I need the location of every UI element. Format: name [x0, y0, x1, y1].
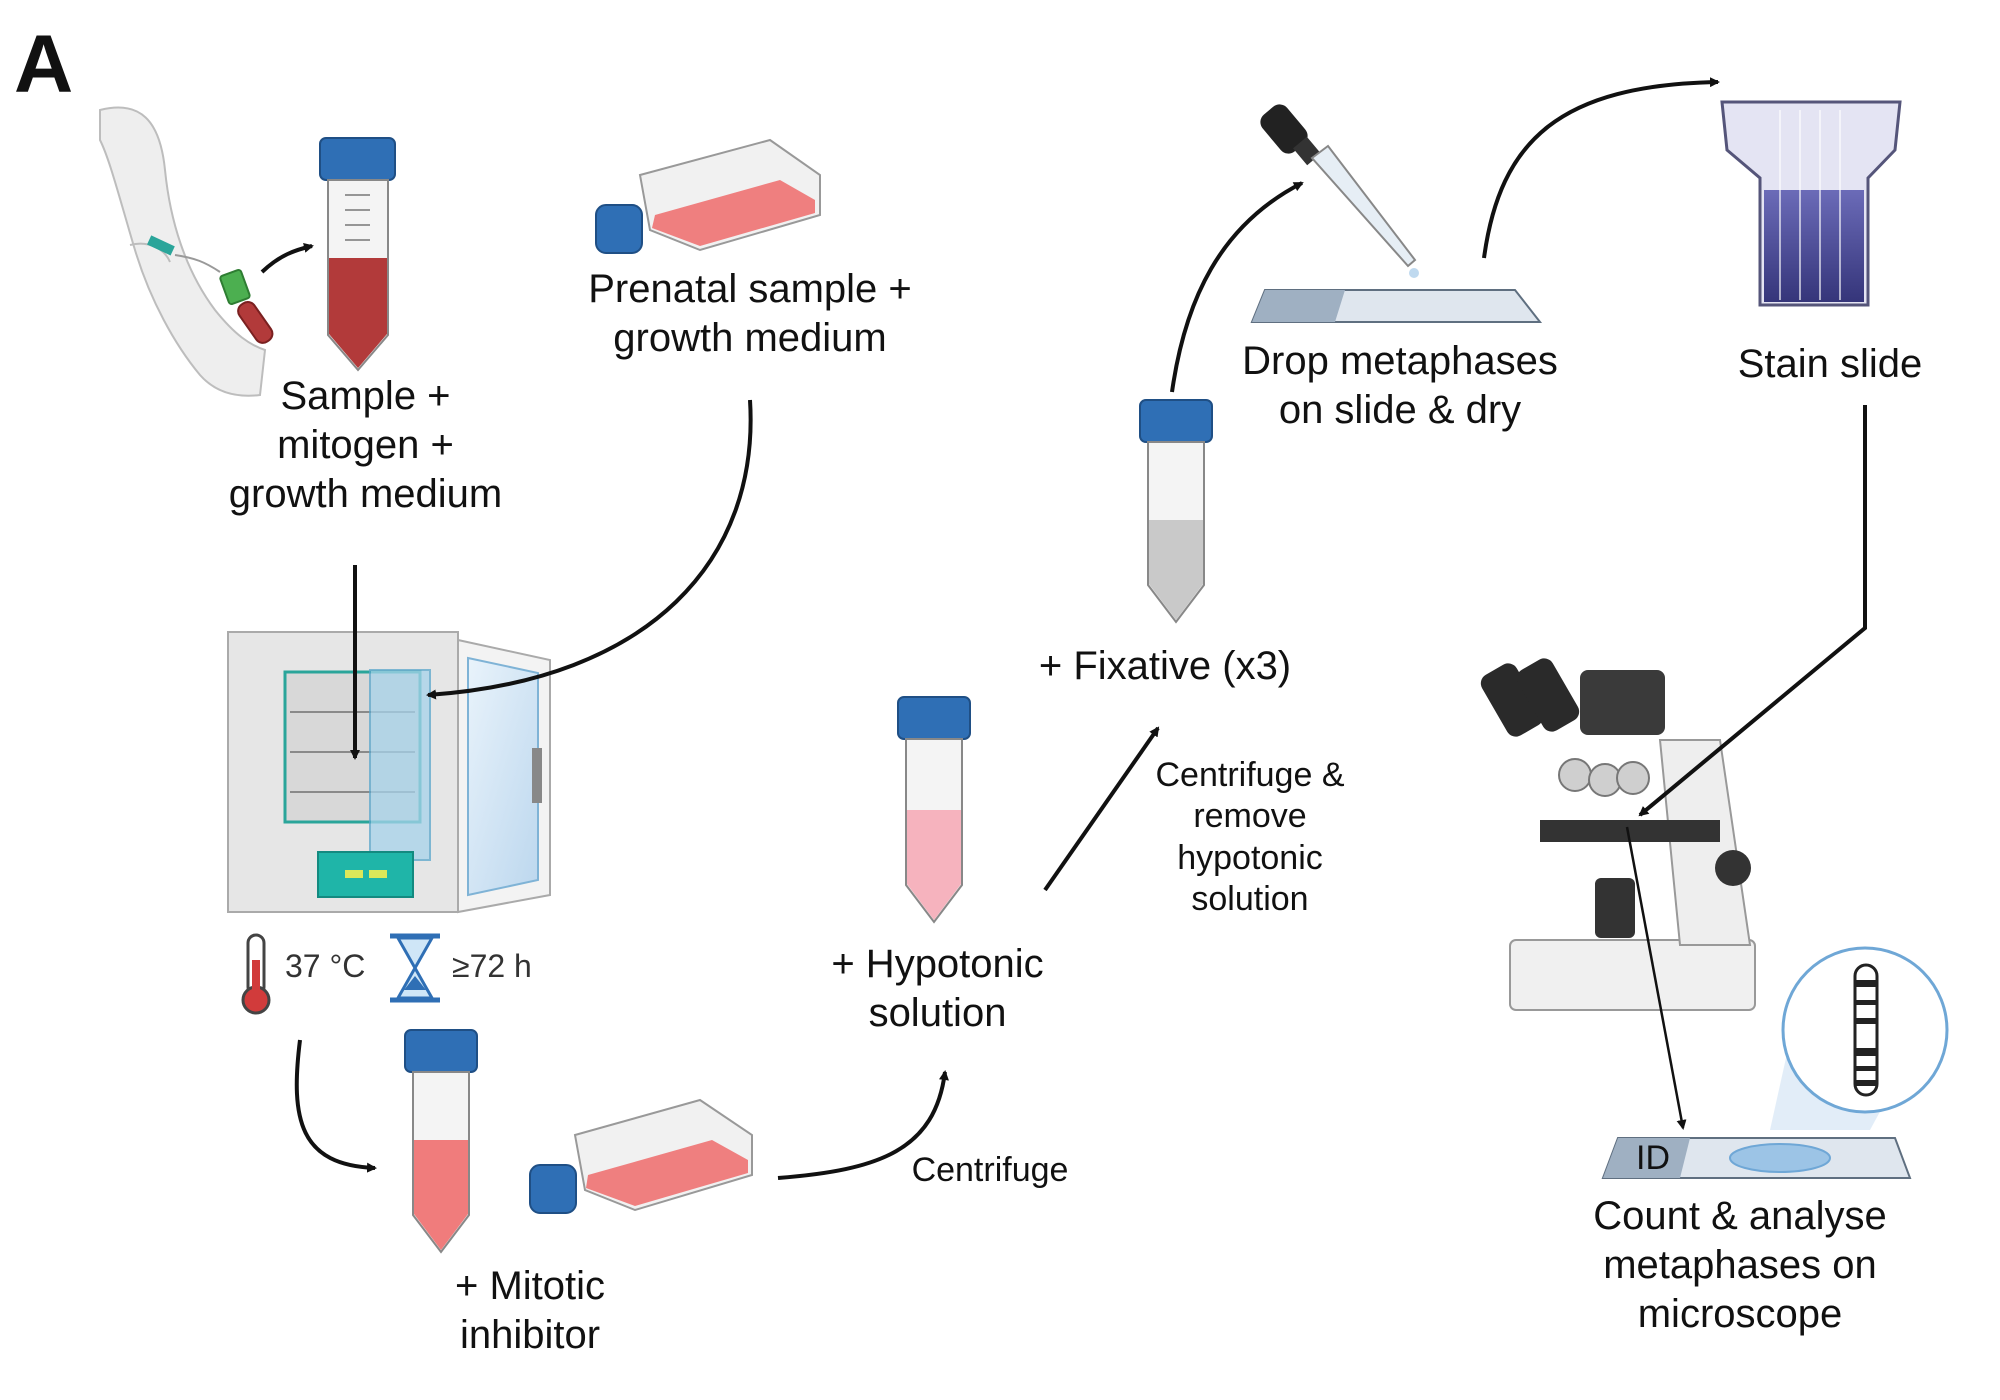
arrow-microscope-to-slide	[1625, 826, 1687, 1130]
label-prenatal-sample: Prenatal sample + growth medium	[588, 267, 912, 360]
test-tube-icon	[1139, 399, 1213, 624]
microscope-slide-icon	[1601, 1137, 1912, 1179]
label-hypotonic-solution: + Hypotonic solution	[831, 942, 1044, 1035]
blood-tube-icon	[319, 137, 396, 372]
microscope-icon	[1480, 658, 1756, 1011]
thermometer-icon	[241, 933, 271, 1015]
slide-id-label: ID	[1636, 1139, 1670, 1177]
microscope-slide-icon	[1250, 289, 1543, 323]
arrow-stain-to-microscope	[1638, 405, 1867, 817]
arrow-arm-to-tube	[260, 242, 314, 274]
chromosome-icon	[1770, 946, 1949, 1130]
label-mitotic-inhibitor: + Mitotic inhibitor	[454, 1264, 606, 1357]
label-centrifuge: Centrifuge	[911, 1151, 1069, 1189]
test-tube-icon	[404, 1029, 478, 1254]
culture-flask-icon	[595, 138, 821, 254]
arrow-incubator-to-tube	[294, 1039, 377, 1173]
label-stain-slide: Stain slide	[1737, 342, 1923, 386]
arm-with-blood-draw-icon	[99, 106, 274, 397]
dropper-icon	[1260, 104, 1419, 278]
arrow-prenatal-to-incubator	[426, 399, 753, 700]
incubator-icon	[227, 631, 551, 914]
incubation-time: ≥72 h	[452, 948, 532, 984]
incubation-temperature: 37 °C	[285, 948, 366, 984]
label-fixative: + Fixative (x3)	[1038, 644, 1292, 688]
arrow-flask-to-hypotonic	[777, 1070, 949, 1180]
hourglass-icon	[390, 933, 440, 1003]
arrow-fixative-to-dropper	[1170, 181, 1304, 393]
panel-letter: A	[14, 19, 74, 110]
staining-jar-icon	[1720, 100, 1902, 307]
culture-flask-icon	[529, 1098, 753, 1214]
arrow-slide-to-stain	[1482, 77, 1720, 259]
label-drop-metaphases: Drop metaphases on slide & dry	[1242, 339, 1558, 432]
flow-arrows	[260, 77, 1867, 1180]
test-tube-icon	[897, 696, 971, 924]
arrow-hypotonic-to-fixative	[1043, 726, 1160, 892]
label-centrifuge-remove: Centrifuge & remove hypotonic solution	[1155, 756, 1345, 919]
label-count-analyse: Count & analyse metaphases on microscope	[1593, 1194, 1887, 1336]
label-blood-sample: Sample + mitogen + growth medium	[228, 374, 503, 516]
